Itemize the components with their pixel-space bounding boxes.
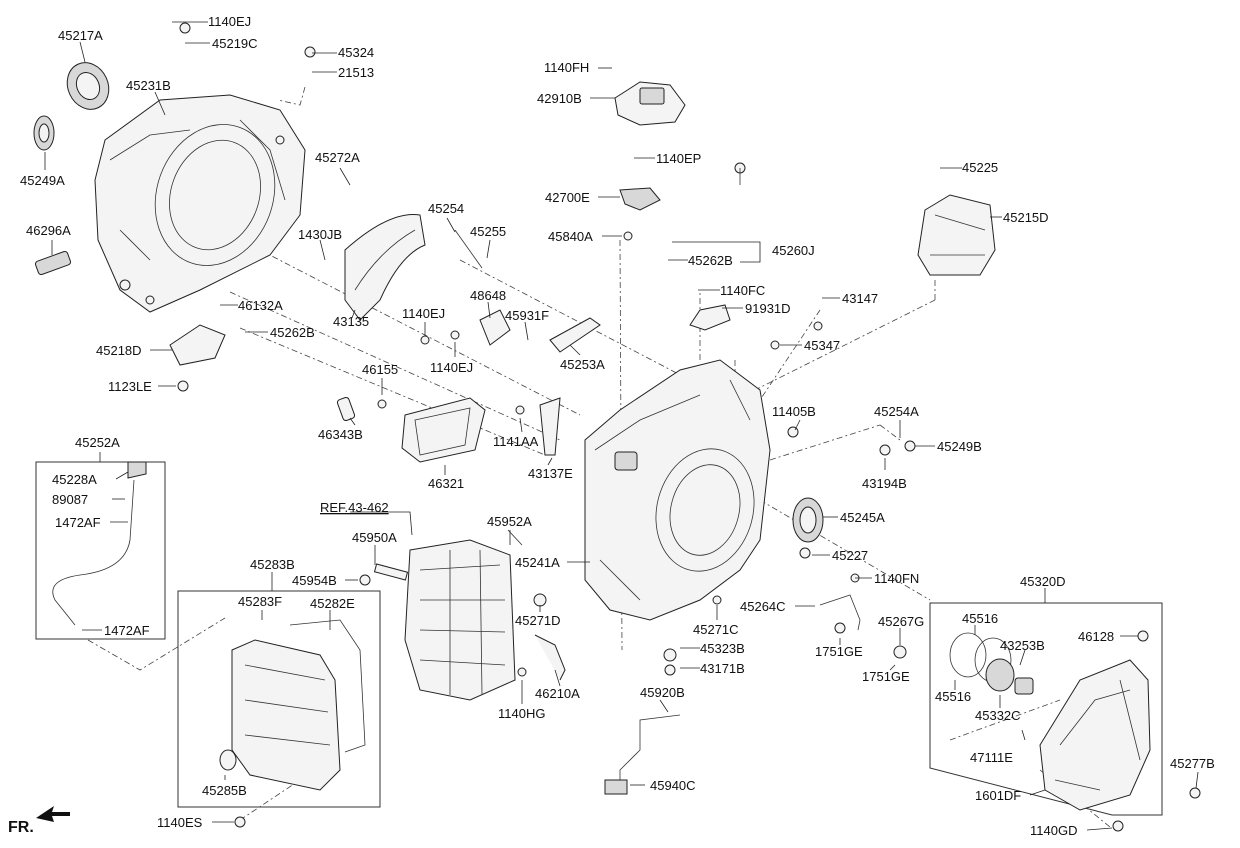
part-label: 45254: [428, 201, 464, 216]
side-cover-kit-box: [929, 602, 1163, 816]
part-label: 89087: [52, 492, 88, 507]
part-label: 45253A: [560, 357, 605, 372]
part-label: 45324: [338, 45, 374, 60]
part-label: 48648: [470, 288, 506, 303]
part-label: 45320D: [1020, 574, 1066, 589]
part-label: 1123LE: [108, 379, 152, 394]
part-label: 45264C: [740, 599, 786, 614]
part-label: 45283F: [238, 594, 282, 609]
oil-pan-kit-box: [177, 590, 381, 808]
part-label: 46210A: [535, 686, 580, 701]
part-label: 45271D: [515, 613, 561, 628]
part-label: 45323B: [700, 641, 745, 656]
part-label: 42910B: [537, 91, 582, 106]
part-label: 45271C: [693, 622, 739, 637]
part-label: 43135: [333, 314, 369, 329]
part-label: 45950A: [352, 530, 397, 545]
part-label: 1430JB: [298, 227, 342, 242]
part-label: 45217A: [58, 28, 103, 43]
parts: [33, 22, 1201, 832]
part-label: 1751GE: [862, 669, 910, 684]
part-label: 45262B: [270, 325, 315, 340]
part-label: 91931D: [745, 301, 791, 316]
part-label: 1140EP: [656, 151, 701, 166]
part-label: 21513: [338, 65, 374, 80]
part-label: 43137E: [528, 466, 573, 481]
part-label: 46128: [1078, 629, 1114, 644]
part-label: 46132A: [238, 298, 283, 313]
part-label: 43171B: [700, 661, 745, 676]
part-label: 1140EJ: [402, 306, 445, 321]
part-label: 45920B: [640, 685, 685, 700]
part-label: 43147: [842, 291, 878, 306]
part-label: 45241A: [515, 555, 560, 570]
part-label: 45249A: [20, 173, 65, 188]
part-label: 1141AA: [493, 434, 539, 449]
part-label: 1601DF: [975, 788, 1021, 803]
part-label: 46296A: [26, 223, 71, 238]
part-label: 45218D: [96, 343, 142, 358]
part-label: 45332C: [975, 708, 1021, 723]
part-label: 43194B: [862, 476, 907, 491]
part-label: 45283B: [250, 557, 295, 572]
part-label: 1140FN: [874, 571, 919, 586]
part-labels: REF.43-462 FR. 1140EJ 45219C 45217A 4523…: [8, 14, 1215, 838]
part-label: 45952A: [487, 514, 532, 529]
part-label: 45215D: [1003, 210, 1049, 225]
part-label: 45252A: [75, 435, 120, 450]
front-direction-label: FR.: [8, 819, 34, 836]
part-label: 45249B: [937, 439, 982, 454]
part-label: 1140EJ: [208, 14, 251, 29]
part-label: 45254A: [874, 404, 919, 419]
part-label: 1140FH: [544, 60, 589, 75]
part-label: 1140ES: [157, 815, 203, 830]
part-label: 45228A: [52, 472, 97, 487]
part-label: 1751GE: [815, 644, 863, 659]
part-label: 45245A: [840, 510, 885, 525]
part-label: 45940C: [650, 778, 696, 793]
part-label: 45255: [470, 224, 506, 239]
part-label: 46321: [428, 476, 464, 491]
part-label: 45931F: [505, 308, 549, 323]
part-label: 43253B: [1000, 638, 1045, 653]
part-label: 42700E: [545, 190, 590, 205]
part-label: 1472AF: [55, 515, 101, 530]
part-label: 45231B: [126, 78, 171, 93]
part-label: 45225: [962, 160, 998, 175]
part-label: 46155: [362, 362, 398, 377]
part-label: 1140FC: [720, 283, 765, 298]
part-label: 45285B: [202, 783, 247, 798]
part-label: 45227: [832, 548, 868, 563]
hose-kit-box: [35, 461, 166, 640]
part-label: 11405B: [772, 404, 816, 419]
part-label: 45277B: [1170, 756, 1215, 771]
part-label: 45954B: [292, 573, 337, 588]
front-direction-arrow-icon: [36, 806, 70, 822]
part-label: 45282E: [310, 596, 355, 611]
part-label: 46343B: [318, 427, 363, 442]
part-label: 45272A: [315, 150, 360, 165]
part-label: 45516: [962, 611, 998, 626]
part-label: 45516: [935, 689, 971, 704]
leader-lines: [44, 21, 1199, 831]
part-label: 45840A: [548, 229, 593, 244]
ref-note: REF.43-462: [320, 500, 389, 515]
part-label: 45262B: [688, 253, 733, 268]
part-label: 1140GD: [1030, 823, 1077, 838]
part-label: 1472AF: [104, 623, 150, 638]
part-label: 45347: [804, 338, 840, 353]
part-label: 45260J: [772, 243, 815, 258]
part-label: 45219C: [212, 36, 258, 51]
part-label: 45267G: [878, 614, 924, 629]
part-label: 1140EJ: [430, 360, 473, 375]
part-label: 47111E: [970, 750, 1013, 765]
part-label: 1140HG: [498, 706, 545, 721]
